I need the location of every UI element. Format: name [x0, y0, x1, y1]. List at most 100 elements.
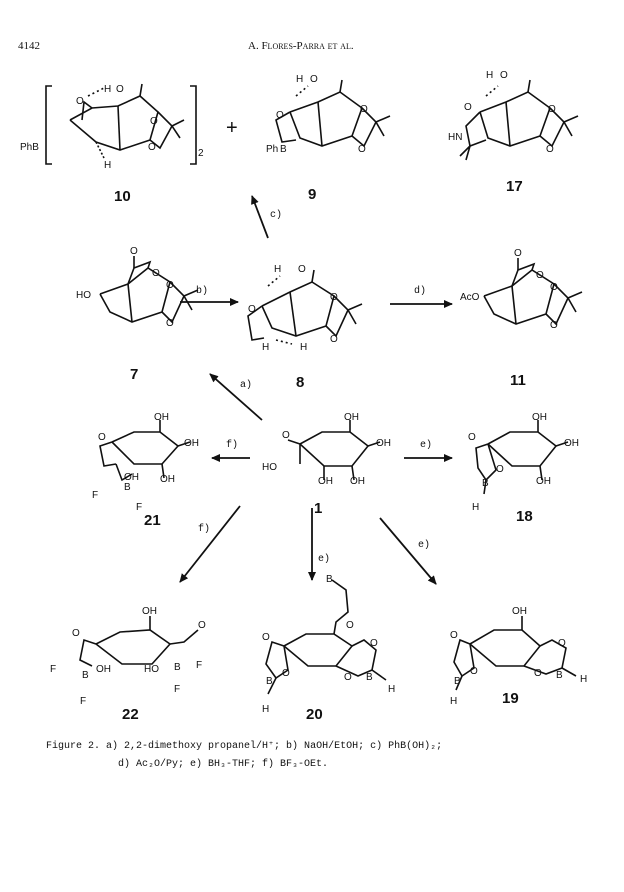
atom-label: OH [318, 476, 333, 487]
atom-label: O [550, 282, 558, 293]
atom-label: O [548, 104, 556, 115]
atom-label: O [152, 268, 160, 279]
arrow-e3 [379, 517, 437, 585]
condition-label-c: c) [270, 210, 283, 221]
atom-label: OH [512, 606, 527, 617]
atom-label: Ph [266, 144, 278, 155]
atom-label: O [98, 432, 106, 443]
atom-label: O [464, 102, 472, 113]
structure-21 [99, 420, 191, 482]
atom-label: B [556, 670, 563, 681]
compound-number-11: 11 [510, 372, 526, 389]
atom-label: B [174, 662, 181, 673]
atom-label: B [266, 676, 273, 687]
atom-label: O [72, 628, 80, 639]
atom-label: B [82, 670, 89, 681]
page-number: 4142 [18, 40, 40, 52]
atom-label: F [50, 664, 56, 675]
arrow-c [251, 195, 269, 239]
arrow-a [209, 373, 263, 421]
atom-label: O [166, 318, 174, 329]
atom-label: H [388, 684, 395, 695]
atom-label: O [130, 246, 138, 257]
structure-9 [275, 79, 391, 148]
atom-label: O [276, 110, 284, 121]
compound-number-8: 8 [296, 374, 305, 391]
compound-number-17: 17 [506, 178, 523, 195]
figure-caption-line1: Figure 2. a) 2,2-dimethoxy propanel/H⁺; … [46, 741, 443, 752]
atom-label: O [148, 142, 156, 153]
structure-7 [99, 256, 199, 324]
atom-label: O [346, 620, 354, 631]
compound-number-21: 21 [144, 512, 161, 529]
compound-number-9: 9 [308, 186, 317, 203]
atom-label: O [358, 144, 366, 155]
atom-label: OH [564, 438, 579, 449]
atom-label: O [298, 264, 306, 275]
atom-label: O [248, 304, 256, 315]
atom-label: OH [184, 438, 199, 449]
atom-label: O [76, 96, 84, 107]
atom-label: B [366, 672, 373, 683]
running-header: A. Flores-Parra et al. [248, 40, 354, 52]
atom-label: O [550, 320, 558, 331]
reaction-scheme: PhB H O 2 O O H O + H O Ph B O O O H O H… [20, 70, 587, 715]
condition-label-b: b) [196, 286, 209, 297]
atom-label: OH [350, 476, 365, 487]
atom-label: O [360, 104, 368, 115]
atom-label: B [280, 144, 287, 155]
condition-label-d: d) [414, 286, 427, 297]
atom-label: O [150, 116, 158, 127]
structure-8 [247, 269, 363, 345]
compound-number-1: 1 [314, 500, 323, 517]
atom-label: H [274, 264, 281, 275]
condition-label-a: a) [240, 380, 253, 391]
atom-label: O [450, 630, 458, 641]
compound-number-19: 19 [502, 690, 519, 707]
atom-label: F [174, 684, 180, 695]
atom-label: O [468, 432, 476, 443]
atom-label: H [262, 342, 269, 353]
structure-11 [483, 258, 583, 326]
atom-label: O [262, 632, 270, 643]
atom-label: O [370, 638, 378, 649]
plus-sign: + [226, 117, 238, 139]
atom-label: O [282, 430, 290, 441]
atom-label: OH [142, 606, 157, 617]
reaction-arrows [179, 195, 453, 585]
atom-label: O [166, 280, 174, 291]
atom-label: PhB [20, 142, 39, 153]
atom-label: HN [448, 132, 462, 143]
compound-number-22: 22 [122, 706, 139, 723]
atom-label: OH [154, 412, 169, 423]
structure-19 [453, 616, 577, 691]
atom-label: H [104, 84, 111, 95]
structure-17 [459, 79, 579, 161]
atom-label: O [546, 144, 554, 155]
condition-label-e3: e) [418, 540, 431, 551]
condition-label-f1: f) [226, 440, 239, 451]
atom-label: HO [76, 290, 91, 301]
atom-labels: PhB H O 2 O O H O + H O Ph B O O O H O H… [20, 70, 587, 715]
compound-number-18: 18 [516, 508, 533, 525]
atom-label: H [486, 70, 493, 81]
atom-label: F [136, 502, 142, 513]
atom-label: OH [376, 438, 391, 449]
atom-label: OH [96, 664, 111, 675]
atom-label: 2 [198, 148, 204, 159]
atom-label: H [296, 74, 303, 85]
structure-1 [287, 420, 381, 481]
structure-22 [79, 616, 199, 667]
atom-label: O [496, 464, 504, 475]
atom-label: O [198, 620, 206, 631]
atom-label: O [558, 638, 566, 649]
atom-label: HO [262, 462, 277, 473]
atom-label: O [470, 666, 478, 677]
compound-number-7: 7 [130, 366, 139, 383]
atom-label: H [450, 696, 457, 707]
atom-label: O [514, 248, 522, 259]
atom-label: H [580, 674, 587, 685]
atom-label: F [92, 490, 98, 501]
arrow-f2 [179, 505, 241, 583]
atom-label: O [534, 668, 542, 679]
